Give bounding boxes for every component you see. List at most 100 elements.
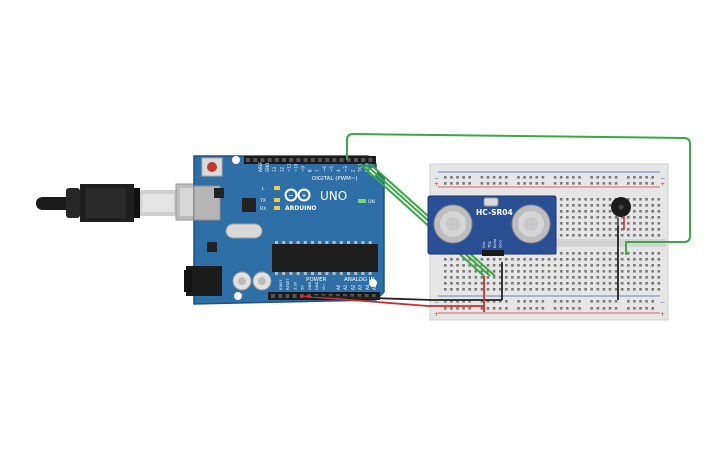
- breadboard-hole: [444, 270, 447, 273]
- breadboard-hole: [584, 228, 587, 231]
- breadboard-hole: [468, 276, 471, 279]
- breadboard-hole: [541, 258, 545, 261]
- header-hole: [332, 158, 337, 162]
- breadboard-hole: [480, 182, 484, 185]
- chip-pin: [303, 241, 307, 244]
- breadboard-hole: [444, 176, 447, 179]
- breadboard-hole: [462, 182, 465, 185]
- breadboard-hole: [596, 282, 600, 285]
- breadboard-hole: [590, 282, 593, 285]
- header-hole: [350, 294, 355, 298]
- breadboard-hole: [608, 234, 612, 237]
- breadboard-hole: [657, 276, 661, 279]
- sensor-pin-label: Trig: [487, 241, 492, 249]
- breadboard-hole: [633, 264, 636, 267]
- chip-pin: [361, 272, 365, 275]
- breadboard-hole: [578, 176, 581, 179]
- breadboard-hole: [486, 282, 490, 285]
- header-hole: [357, 294, 362, 298]
- breadboard-hole: [645, 288, 648, 291]
- breadboard-hole: [578, 210, 581, 213]
- breadboard-hole: [566, 300, 569, 303]
- breadboard-hole: [462, 282, 465, 285]
- breadboard-hole: [633, 234, 636, 237]
- chip-pin: [339, 272, 343, 275]
- breadboard-hole: [645, 258, 648, 261]
- breadboard-hole: [474, 282, 478, 285]
- breadboard-hole: [547, 264, 551, 267]
- breadboard-hole: [547, 258, 551, 261]
- breadboard-hole: [462, 300, 465, 303]
- usb-cable: [36, 183, 223, 222]
- breadboard-hole: [602, 182, 606, 185]
- breadboard-hole: [627, 228, 630, 231]
- breadboard-hole: [584, 252, 587, 255]
- breadboard-hole: [645, 176, 648, 179]
- breadboard-hole: [651, 204, 654, 207]
- rail-plus-top: +: [434, 181, 439, 188]
- breadboard-hole: [559, 182, 563, 185]
- breadboard-hole: [444, 300, 447, 303]
- breadboard-hole: [602, 204, 606, 207]
- breadboard-hole: [614, 252, 618, 255]
- breadboard-hole: [547, 288, 551, 291]
- digital-pin-label: ~6: [322, 166, 327, 172]
- breadboard-hole: [486, 264, 490, 267]
- breadboard-hole: [578, 300, 581, 303]
- breadboard-hole: [566, 270, 569, 273]
- breadboard-hole: [468, 258, 471, 261]
- header-hole: [267, 158, 272, 162]
- breadboard-hole: [553, 182, 557, 185]
- chip-pin: [311, 241, 314, 244]
- breadboard-hole: [553, 288, 557, 291]
- breadboard-hole: [559, 282, 563, 285]
- rail-minus-bottom-right: −: [660, 299, 665, 306]
- breadboard-hole: [633, 288, 636, 291]
- breadboard-hole: [614, 282, 618, 285]
- breadboard-hole: [523, 270, 526, 273]
- breadboard-hole: [572, 252, 575, 255]
- breadboard-hole: [645, 252, 648, 255]
- breadboard-hole: [608, 282, 612, 285]
- header-hole: [260, 158, 265, 162]
- breadboard-hole: [559, 210, 563, 213]
- digital-pin-label: 4: [336, 169, 341, 172]
- breadboard-hole: [639, 300, 642, 303]
- breadboard-hole: [627, 198, 630, 201]
- breadboard-hole: [553, 270, 557, 273]
- breadboard-hole: [639, 176, 642, 179]
- breadboard-hole: [572, 234, 575, 237]
- breadboard-hole: [590, 270, 593, 273]
- breadboard-hole: [450, 288, 453, 291]
- arduino-logo-icon: − +: [284, 188, 311, 202]
- breadboard-hole: [498, 176, 502, 179]
- breadboard-hole: [517, 258, 520, 261]
- breadboard-hole: [462, 270, 465, 273]
- breadboard-hole: [572, 210, 575, 213]
- breadboard-hole: [572, 204, 575, 207]
- breadboard-hole: [602, 288, 606, 291]
- chip-pin: [311, 272, 314, 275]
- sensor-pin-label: Echo: [492, 238, 497, 248]
- chip-pin: [361, 241, 365, 244]
- breadboard-hole: [578, 282, 581, 285]
- breadboard-hole: [468, 176, 471, 179]
- breadboard-hole: [492, 270, 496, 273]
- breadboard-hole: [639, 270, 642, 273]
- rail-minus-top: −: [434, 175, 439, 182]
- breadboard-hole: [529, 282, 532, 285]
- board-model: UNO: [320, 189, 347, 203]
- breadboard-hole: [633, 216, 636, 219]
- breadboard-hole: [584, 222, 587, 225]
- breadboard-hole: [578, 264, 581, 267]
- breadboard-hole: [505, 276, 508, 279]
- breadboard-hole: [590, 176, 593, 179]
- breadboard-hole: [657, 288, 661, 291]
- breadboard-hole: [578, 182, 581, 185]
- breadboard-hole: [627, 176, 630, 179]
- breadboard-hole: [633, 276, 636, 279]
- breadboard-hole: [529, 264, 532, 267]
- breadboard-hole: [596, 216, 600, 219]
